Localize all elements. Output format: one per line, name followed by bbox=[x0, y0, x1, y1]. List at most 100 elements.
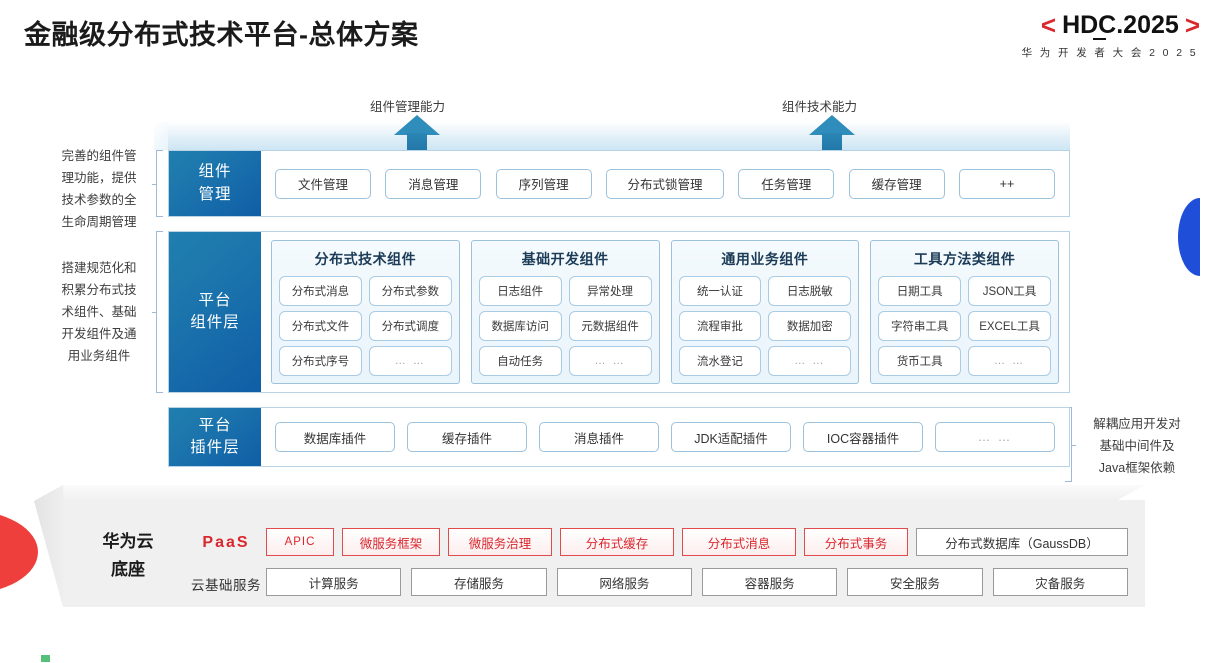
plugin-item[interactable]: 消息插件 bbox=[539, 422, 659, 452]
paas-item-distributed-cache[interactable]: 分布式缓存 bbox=[560, 528, 674, 556]
layer-body-platform-plugin: 数据库插件 缓存插件 消息插件 JDK适配插件 IOC容器插件 … … bbox=[261, 408, 1069, 466]
layer-tab-line: 组件 bbox=[198, 163, 232, 181]
green-marker-decoration bbox=[41, 655, 50, 662]
paas-item-microservice-governance[interactable]: 微服务治理 bbox=[448, 528, 552, 556]
component-cell[interactable]: 日期工具 bbox=[878, 276, 962, 306]
component-management-item[interactable]: 分布式锁管理 bbox=[605, 168, 724, 199]
component-management-item[interactable]: 任务管理 bbox=[738, 168, 835, 199]
cloud-service-item[interactable]: 灾备服务 bbox=[992, 568, 1128, 596]
cloud-service-item[interactable]: 存储服务 bbox=[411, 568, 547, 596]
component-group-title: 分布式技术组件 bbox=[314, 251, 417, 267]
hdc-underline-mark bbox=[1093, 37, 1107, 40]
component-cell[interactable]: 日志组件 bbox=[478, 276, 562, 306]
paas-item-distributed-message[interactable]: 分布式消息 bbox=[682, 528, 796, 556]
layer-tab-line: 平台 bbox=[198, 416, 232, 434]
paas-item-distributed-transaction[interactable]: 分布式事务 bbox=[804, 528, 908, 556]
layer-platform-component: 平台 组件层 分布式技术组件 分布式消息 分布式参数 分布式文件 分布式调度 分… bbox=[168, 231, 1070, 393]
component-cell[interactable]: 数据加密 bbox=[768, 311, 852, 341]
component-cell[interactable]: 分布式文件 bbox=[279, 311, 362, 341]
component-group-grid: 统一认证 日志脱敏 流程审批 数据加密 流水登记 … … bbox=[678, 276, 852, 376]
hdc-logo-text: HDC.2025 bbox=[1062, 10, 1179, 40]
component-group-tool-methods: 工具方法类组件 日期工具 JSON工具 字符串工具 EXCEL工具 货币工具 …… bbox=[870, 240, 1059, 384]
paas-service-row: APIC 微服务框架 微服务治理 分布式缓存 分布式消息 分布式事务 分布式数据… bbox=[266, 528, 1128, 556]
plugin-item[interactable]: 数据库插件 bbox=[275, 422, 395, 452]
side-note-left-top: 完善的组件管 理功能，提供 技术参数的全 生命周期管理 bbox=[38, 146, 160, 234]
layer-tab-component-management: 组件 管理 bbox=[169, 151, 261, 216]
component-group-basic-dev: 基础开发组件 日志组件 异常处理 数据库访问 元数据组件 自动任务 … … bbox=[470, 240, 660, 384]
component-cell[interactable]: 字符串工具 bbox=[878, 311, 962, 341]
component-cell[interactable]: 数据库访问 bbox=[478, 311, 562, 341]
component-cell[interactable]: 分布式序号 bbox=[279, 346, 362, 376]
component-cell-more[interactable]: … … bbox=[568, 346, 652, 376]
brace-left-bottom bbox=[152, 231, 163, 393]
plugin-item[interactable]: JDK适配插件 bbox=[671, 422, 791, 452]
component-cell-more[interactable]: … … bbox=[968, 346, 1051, 376]
component-cell[interactable]: 分布式参数 bbox=[368, 276, 452, 306]
component-cell-more[interactable]: … … bbox=[768, 346, 852, 376]
component-cell[interactable]: EXCEL工具 bbox=[968, 311, 1051, 341]
base-panel-left-face bbox=[34, 485, 64, 607]
base-title-line: 华为云 bbox=[102, 532, 154, 551]
layer-tab-line: 管理 bbox=[198, 185, 232, 203]
component-group-title: 通用业务组件 bbox=[721, 251, 809, 267]
component-cell-more[interactable]: … … bbox=[368, 346, 452, 376]
hdc-logo: < HDC.2025 > 华 为 开 发 者 大 会 2 0 2 5 bbox=[910, 12, 1200, 60]
side-note-line: 积累分布式技 bbox=[61, 282, 137, 297]
brace-left-top bbox=[152, 150, 163, 217]
component-cell[interactable]: 分布式消息 bbox=[279, 276, 362, 306]
component-management-item[interactable]: 缓存管理 bbox=[848, 168, 945, 199]
component-cell[interactable]: 货币工具 bbox=[878, 346, 962, 376]
component-cell[interactable]: 流水登记 bbox=[678, 346, 762, 376]
paas-label: PaaS bbox=[202, 534, 250, 551]
side-note-line: 技术参数的全 bbox=[61, 192, 137, 207]
cloud-base-service-label: 云基础服务 bbox=[191, 578, 261, 593]
component-group-distributed-tech: 分布式技术组件 分布式消息 分布式参数 分布式文件 分布式调度 分布式序号 … … bbox=[271, 240, 460, 384]
arrow-label-component-management: 组件管理能力 bbox=[370, 100, 446, 114]
hdc-right-bracket-icon: > bbox=[1184, 10, 1200, 40]
component-cell[interactable]: 日志脱敏 bbox=[768, 276, 852, 306]
component-cell[interactable]: 元数据组件 bbox=[568, 311, 652, 341]
base-title-line: 底座 bbox=[111, 560, 145, 580]
layer-tab-platform-plugin: 平台 插件层 bbox=[169, 408, 261, 466]
component-management-item[interactable]: 消息管理 bbox=[385, 168, 482, 199]
cloud-service-row: 计算服务 存储服务 网络服务 容器服务 安全服务 灾备服务 bbox=[266, 568, 1128, 596]
cloud-service-item[interactable]: 容器服务 bbox=[701, 568, 838, 596]
component-group-grid: 日期工具 JSON工具 字符串工具 EXCEL工具 货币工具 … … bbox=[878, 276, 1051, 376]
side-note-right: 解耦应用开发对 基础中间件及 Java框架依赖 bbox=[1074, 414, 1200, 480]
page-title: 金融级分布式技术平台-总体方案 bbox=[24, 20, 419, 50]
hdc-logo-label: HDC.2025 bbox=[1062, 10, 1179, 39]
side-note-line: 生命周期管理 bbox=[61, 214, 137, 229]
side-note-line: 搭建规范化和 bbox=[61, 261, 137, 275]
component-group-grid: 日志组件 异常处理 数据库访问 元数据组件 自动任务 … … bbox=[478, 276, 652, 376]
blue-lens-decoration bbox=[1178, 198, 1200, 276]
hdc-logo-main: < HDC.2025 > bbox=[910, 10, 1200, 40]
component-management-item[interactable]: ++ bbox=[958, 168, 1055, 199]
base-panel-bevel bbox=[34, 485, 1145, 501]
paas-item-apic[interactable]: APIC bbox=[266, 528, 334, 556]
paas-item-distributed-database[interactable]: 分布式数据库（GaussDB） bbox=[916, 528, 1128, 556]
side-note-line: 基础中间件及 bbox=[1099, 438, 1175, 453]
top-gradient-band bbox=[154, 122, 1070, 150]
layer-platform-plugin: 平台 插件层 数据库插件 缓存插件 消息插件 JDK适配插件 IOC容器插件 …… bbox=[168, 407, 1070, 467]
cloud-service-item[interactable]: 计算服务 bbox=[266, 568, 402, 596]
layer-component-management: 组件 管理 文件管理 消息管理 序列管理 分布式锁管理 任务管理 缓存管理 ++ bbox=[168, 150, 1070, 217]
plugin-item-more[interactable]: … … bbox=[935, 422, 1055, 452]
side-note-line: Java框架依赖 bbox=[1098, 460, 1176, 475]
layer-body-component-management: 文件管理 消息管理 序列管理 分布式锁管理 任务管理 缓存管理 ++ bbox=[261, 151, 1069, 216]
plugin-item[interactable]: 缓存插件 bbox=[407, 422, 527, 452]
component-cell[interactable]: 异常处理 bbox=[568, 276, 652, 306]
component-cell[interactable]: 分布式调度 bbox=[368, 311, 452, 341]
component-management-item[interactable]: 文件管理 bbox=[275, 168, 371, 199]
cloud-service-item[interactable]: 网络服务 bbox=[556, 568, 692, 596]
hdc-left-bracket-icon: < bbox=[1040, 10, 1057, 40]
side-note-line: 解耦应用开发对 bbox=[1093, 417, 1181, 431]
component-cell[interactable]: 统一认证 bbox=[678, 276, 762, 306]
layer-tab-line: 插件层 bbox=[190, 439, 240, 456]
component-cell[interactable]: JSON工具 bbox=[968, 276, 1051, 306]
cloud-service-item[interactable]: 安全服务 bbox=[847, 568, 983, 596]
component-management-item[interactable]: 序列管理 bbox=[495, 168, 592, 199]
paas-item-microservice-framework[interactable]: 微服务框架 bbox=[342, 528, 440, 556]
component-cell[interactable]: 自动任务 bbox=[478, 346, 562, 376]
plugin-item[interactable]: IOC容器插件 bbox=[803, 422, 923, 452]
component-cell[interactable]: 流程审批 bbox=[678, 311, 762, 341]
